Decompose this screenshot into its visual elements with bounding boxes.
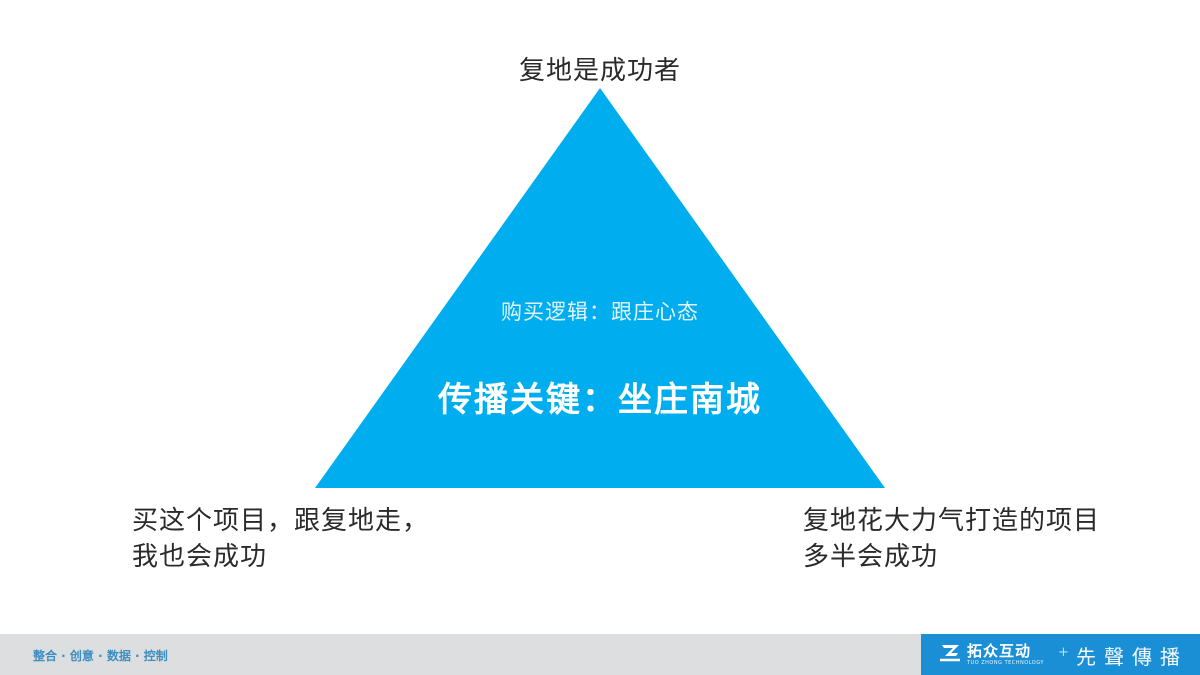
triangle-title: 传播关键：坐庄南城 xyxy=(438,380,762,420)
footer-brand-block: 拓众互动 TUO ZHONG TECHNOLOGY + 先聲傳播 xyxy=(921,634,1200,675)
brand-name: 拓众互动 xyxy=(967,642,1032,660)
bottom-right-line-1: 复地花大力气打造的项目 xyxy=(803,506,1101,536)
apex-label: 复地是成功者 xyxy=(518,56,681,86)
triangle-subtitle: 购买逻辑：跟庄心态 xyxy=(501,300,699,324)
bottom-left-line-2: 我也会成功 xyxy=(132,542,268,572)
bottom-right-label: 复地花大力气打造的项目 多半会成功 xyxy=(803,503,1100,575)
bottom-left-line-1: 买这个项目，跟复地走， xyxy=(132,506,430,536)
brand-plus-sign: + xyxy=(1058,645,1069,660)
footer-slogan: 整合 · 创意 · 数据 · 控制 xyxy=(33,649,168,663)
brand-tagline: 先聲傳播 xyxy=(1076,645,1188,669)
company-logo-icon xyxy=(940,645,960,662)
brand-english-name: TUO ZHONG TECHNOLOGY xyxy=(967,660,1044,666)
footer-bar: 整合 · 创意 · 数据 · 控制 拓众互动 TUO ZHONG TECHNOL… xyxy=(0,634,1200,675)
bottom-right-line-2: 多半会成功 xyxy=(803,542,939,572)
bottom-left-label: 买这个项目，跟复地走， 我也会成功 xyxy=(132,503,429,575)
